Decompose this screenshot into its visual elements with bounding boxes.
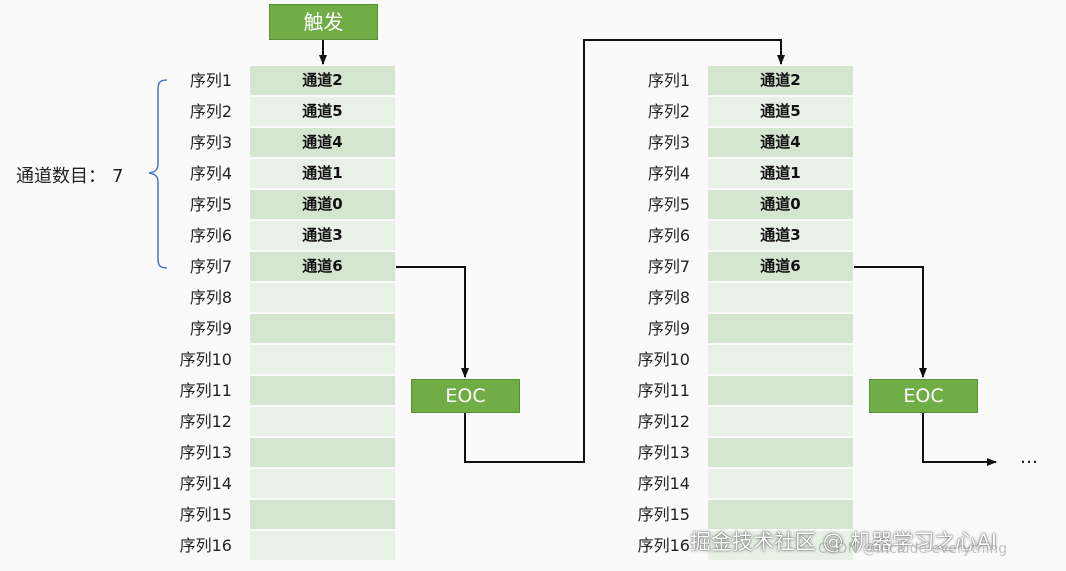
right-sequence-label: 序列9 — [647, 319, 690, 338]
right-channel-cell — [708, 469, 853, 498]
right-channel-cell: 通道6 — [708, 252, 853, 281]
left-sequence-label: 序列8 — [189, 288, 232, 307]
left-channel-cell — [250, 500, 395, 529]
right-channel-cell: 通道0 — [708, 190, 853, 219]
left-to-eoc-arrow — [396, 266, 469, 378]
left-sequence-label: 序列3 — [189, 133, 232, 152]
left-channel-cell — [250, 376, 395, 405]
right-channel-cell — [708, 345, 853, 374]
left-channel-cell — [250, 345, 395, 374]
left-channel-cell: 通道2 — [250, 66, 395, 95]
eoc-box-2: EOC — [869, 379, 978, 413]
right-channel-cell — [708, 283, 853, 312]
eoc-box-1: EOC — [411, 379, 520, 413]
left-sequence-label: 序列4 — [189, 164, 232, 183]
right-channel-cell — [708, 438, 853, 467]
left-sequence-label: 序列2 — [189, 102, 232, 121]
right-sequence-label: 序列5 — [647, 195, 690, 214]
right-sequence-label: 序列1 — [647, 71, 690, 90]
left-sequence-label: 序列10 — [179, 350, 232, 369]
left-sequence-label: 序列11 — [179, 381, 232, 400]
continuation-ellipsis: … — [1020, 447, 1039, 468]
left-sequence-label: 序列16 — [179, 536, 232, 555]
eoc-onward-arrow — [922, 413, 997, 466]
right-sequence-label: 序列15 — [637, 505, 690, 524]
left-channel-cell — [250, 314, 395, 343]
watermark: 掘金技术社区 @ 机器学习之心AI — [690, 530, 997, 554]
right-sequence-label: 序列13 — [637, 443, 690, 462]
right-channel-cell: 通道4 — [708, 128, 853, 157]
left-sequence-label: 序列5 — [189, 195, 232, 214]
right-to-eoc-arrow — [854, 266, 927, 378]
left-sequence-label: 序列9 — [189, 319, 232, 338]
right-sequence-label: 序列7 — [647, 257, 690, 276]
bracket-brace — [148, 79, 168, 269]
left-channel-cell: 通道0 — [250, 190, 395, 219]
left-channel-cell — [250, 469, 395, 498]
eoc-to-right-table-arrow — [464, 39, 785, 463]
right-sequence-label: 序列10 — [637, 350, 690, 369]
left-sequence-label: 序列6 — [189, 226, 232, 245]
right-sequence-label: 序列16 — [637, 536, 690, 555]
right-channel-cell: 通道2 — [708, 66, 853, 95]
right-channel-cell — [708, 531, 853, 560]
trigger-box: 触发 — [269, 4, 378, 40]
right-channel-cell — [708, 314, 853, 343]
right-channel-cell: 通道1 — [708, 159, 853, 188]
right-sequence-label: 序列6 — [647, 226, 690, 245]
right-channel-cell — [708, 500, 853, 529]
left-sequence-label: 序列7 — [189, 257, 232, 276]
left-channel-cell — [250, 531, 395, 560]
right-sequence-label: 序列11 — [637, 381, 690, 400]
left-sequence-label: 序列1 — [189, 71, 232, 90]
left-channel-cell: 通道5 — [250, 97, 395, 126]
left-sequence-label: 序列13 — [179, 443, 232, 462]
right-channel-cell — [708, 376, 853, 405]
left-channel-cell: 通道6 — [250, 252, 395, 281]
right-sequence-label: 序列8 — [647, 288, 690, 307]
left-sequence-label: 序列15 — [179, 505, 232, 524]
right-sequence-label: 序列3 — [647, 133, 690, 152]
right-channel-cell: 通道3 — [708, 221, 853, 250]
left-channel-cell: 通道3 — [250, 221, 395, 250]
left-channel-cell: 通道1 — [250, 159, 395, 188]
left-channel-cell — [250, 438, 395, 467]
left-channel-cell — [250, 283, 395, 312]
watermark-sub: CSDN @include everything — [818, 541, 1008, 557]
left-channel-cell: 通道4 — [250, 128, 395, 157]
channel-count-label: 通道数目：7 — [16, 166, 124, 187]
right-channel-cell: 通道5 — [708, 97, 853, 126]
right-sequence-label: 序列4 — [647, 164, 690, 183]
right-sequence-label: 序列14 — [637, 474, 690, 493]
left-sequence-label: 序列12 — [179, 412, 232, 431]
right-channel-cell — [708, 407, 853, 436]
left-sequence-label: 序列14 — [179, 474, 232, 493]
left-channel-cell — [250, 407, 395, 436]
right-sequence-label: 序列2 — [647, 102, 690, 121]
right-sequence-label: 序列12 — [637, 412, 690, 431]
